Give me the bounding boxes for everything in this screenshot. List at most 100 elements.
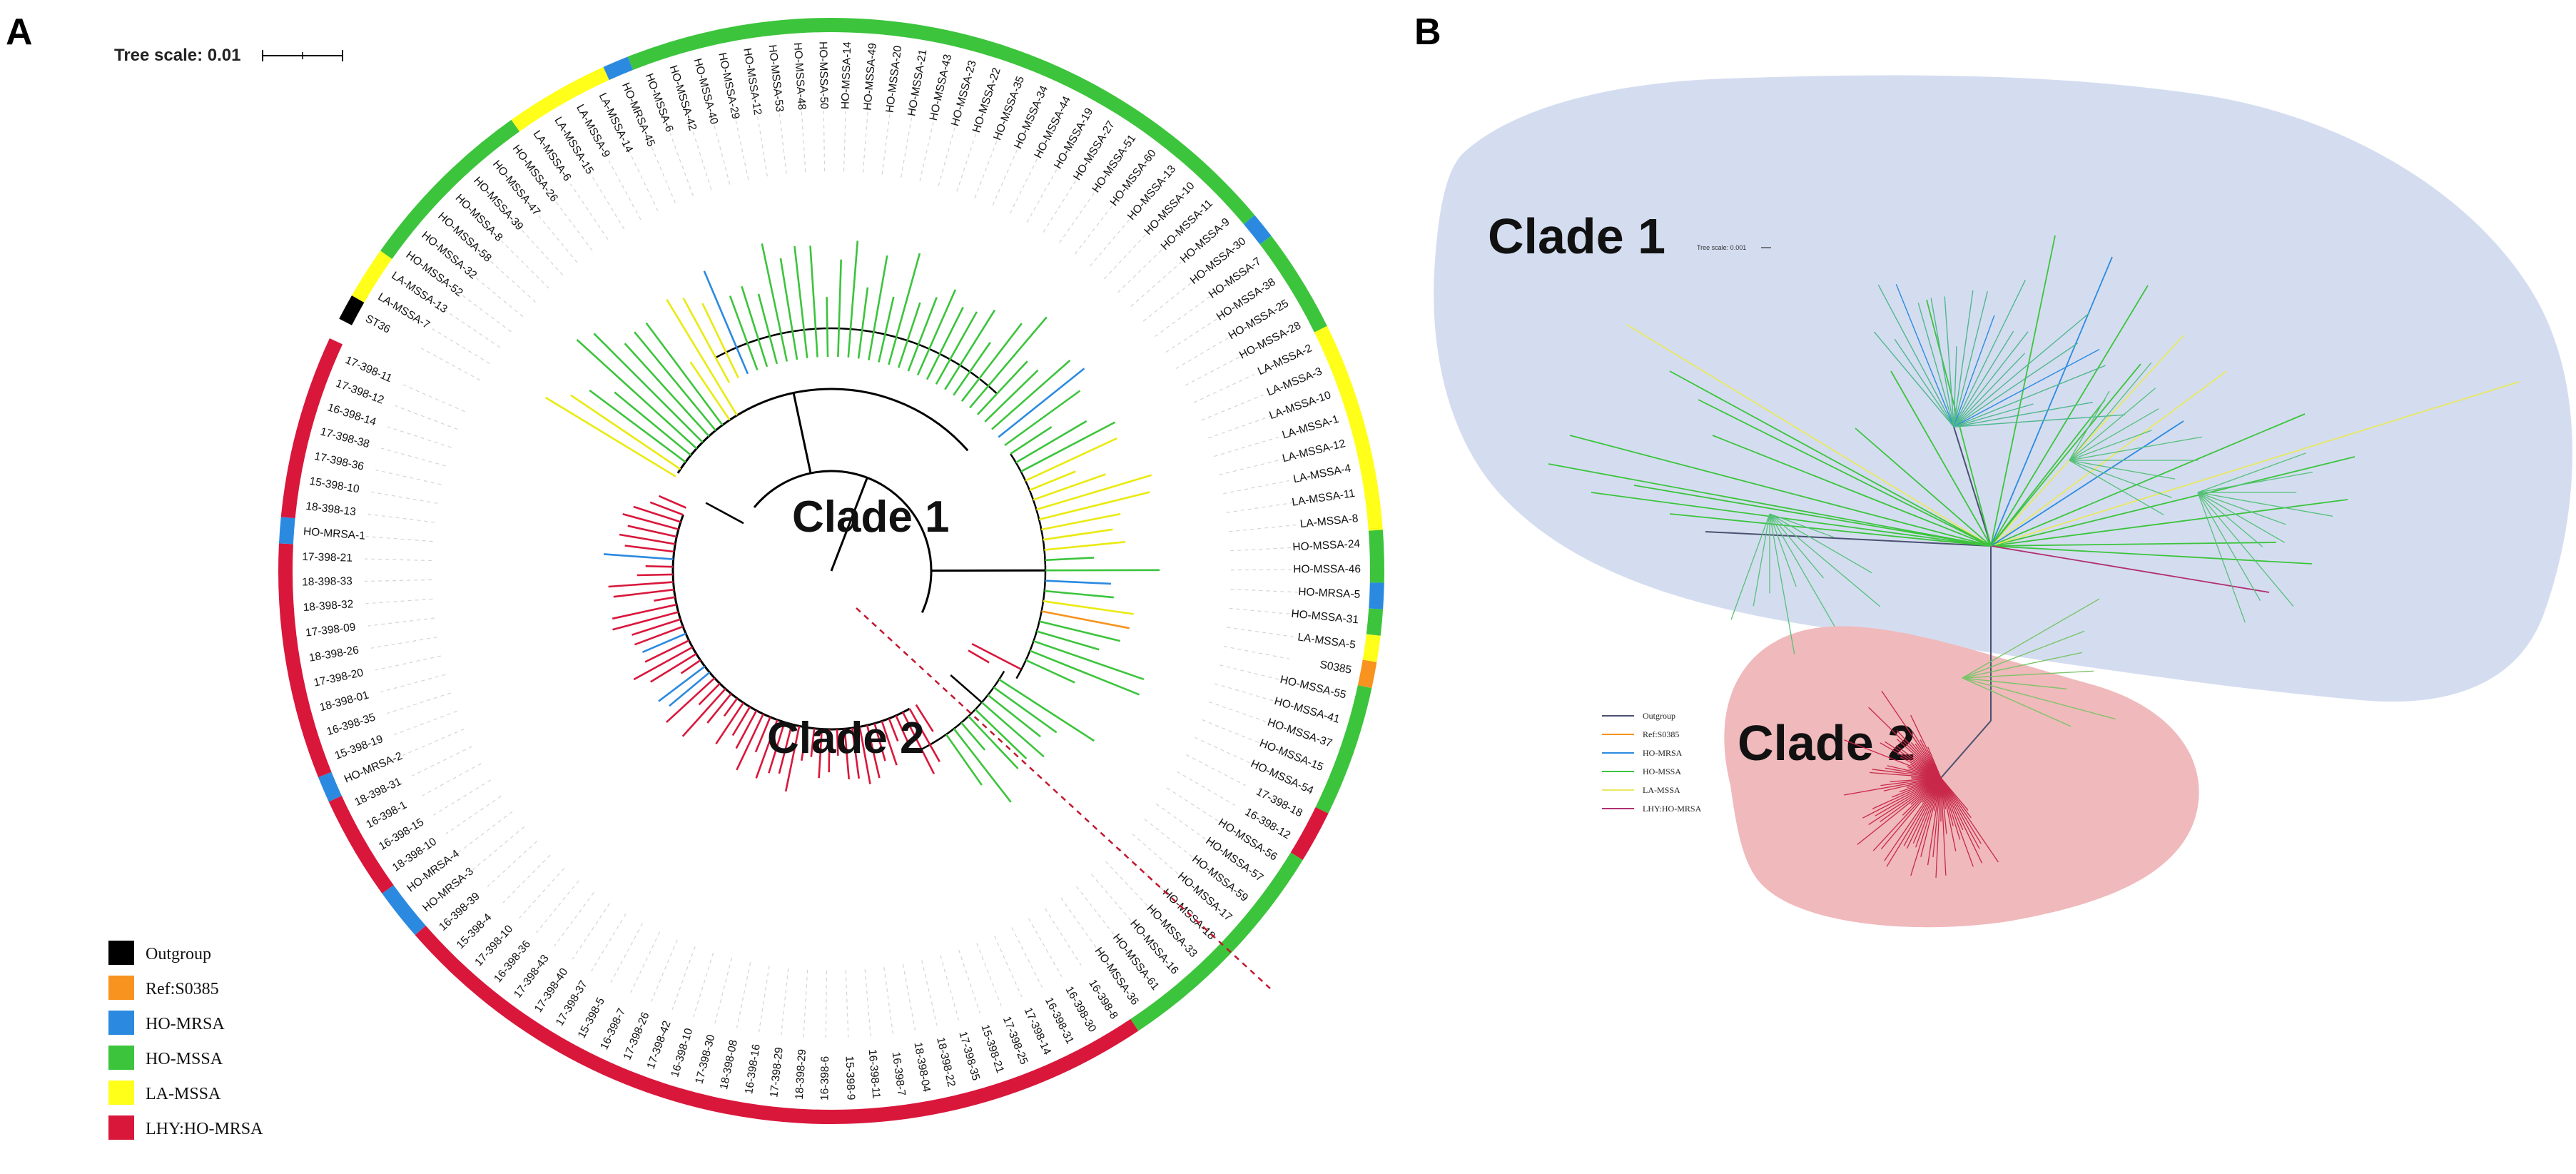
leaf-label: LA-MSSA-8 <box>1299 512 1359 530</box>
ring-segment <box>1366 608 1384 636</box>
clade-2-label-b: Clade 2 <box>1738 715 1915 771</box>
ring-segment <box>1290 806 1329 860</box>
ring-segment <box>1362 634 1381 662</box>
leaf-label: 18-398-26 <box>308 644 360 664</box>
leaf-label: 16-398-7 <box>890 1051 908 1097</box>
ring-segment <box>627 18 1255 225</box>
leaf-label: HO-MSSA-24 <box>1292 538 1361 554</box>
leaf-label: 17-398-20 <box>313 667 365 689</box>
leaf-label: 17-398-42 <box>645 1019 674 1071</box>
ring-segment <box>603 56 634 81</box>
leaf-label: HO-MSSA-31 <box>1291 608 1359 627</box>
legend-label: LHY:HO-MRSA <box>146 1120 263 1138</box>
leaf-label: 15-398-9 <box>843 1056 857 1100</box>
leaf-label: 17-398-29 <box>768 1046 785 1098</box>
leaf-label: LA-MSSA-5 <box>1297 631 1356 651</box>
legend-swatch <box>108 1011 134 1035</box>
legend-label: Ref:S0385 <box>146 980 219 998</box>
tree-scale-label: Tree scale: 0.01 <box>114 46 240 65</box>
ring-segment <box>328 795 394 894</box>
leaf-label: HO-MSSA-40 <box>691 57 721 126</box>
leaf-label: HO-MRSA-1 <box>303 525 365 542</box>
ring-segment <box>1315 685 1372 814</box>
legend-label: HO-MRSA <box>146 1015 225 1033</box>
leaf-label: 18-398-32 <box>303 598 354 614</box>
tree-scale-bar <box>262 50 343 61</box>
leaf-label: 15-398-21 <box>978 1023 1006 1074</box>
leaf-label: HO-MSSA-53 <box>766 44 786 113</box>
leaf-label: 17-398-38 <box>319 425 371 450</box>
leaf-label: HO-MRSA-5 <box>1298 586 1361 601</box>
leaf-label: 17-398-26 <box>622 1011 652 1062</box>
leaf-label: S0385 <box>1319 659 1352 677</box>
panel-b-unrooted-tree: B Clade 1 Clade 2 Tree scale: 0.001 Outg… <box>1414 11 2572 928</box>
clade-1-region <box>1434 75 2572 702</box>
ring-segment <box>339 295 365 325</box>
legend-b-label: LA-MSSA <box>1643 785 1680 795</box>
leaf-label: 18-398-29 <box>793 1049 808 1100</box>
leaf-label: 15-398-19 <box>333 733 385 762</box>
ring-segment <box>1259 236 1327 333</box>
ring-segment <box>380 119 520 259</box>
leaf-label: 17-398-35 <box>956 1030 982 1082</box>
leaf-label: HO-MSSA-20 <box>883 45 904 114</box>
leaf-label: 18-398-22 <box>934 1036 958 1088</box>
legend-swatch <box>108 1115 134 1140</box>
leaf-label: 17-398-21 <box>302 551 353 565</box>
leaf-label: HO-MSSA-46 <box>1293 563 1361 575</box>
leaf-label: HO-MSSA-55 <box>1279 674 1347 702</box>
ring-segment <box>1243 215 1272 245</box>
leaf-label: 16-398-35 <box>325 712 377 739</box>
leaf-label: 17-398-25 <box>1000 1015 1030 1066</box>
ring-segment <box>511 66 609 132</box>
clade-2-region <box>1724 626 2199 928</box>
leaf-label: 18-398-04 <box>911 1041 932 1093</box>
ring-segment <box>382 885 426 936</box>
leaf-label: 16-398-16 <box>743 1043 763 1095</box>
ring-segment <box>278 543 332 778</box>
leaf-label: 17-398-36 <box>313 450 365 473</box>
legend-b-label: HO-MRSA <box>1643 748 1683 758</box>
group-color-ring <box>278 18 1384 1124</box>
leaf-label: 18-398-08 <box>718 1039 740 1091</box>
leaf-label: HO-MSSA-14 <box>839 41 853 110</box>
clade-1-label-b: Clade 1 <box>1488 208 1665 264</box>
leaf-label: HO-MSSA-12 <box>741 47 764 116</box>
tree-branches <box>544 241 1160 803</box>
clade-1-label-a: Clade 1 <box>792 492 950 542</box>
leaf-label: 16-398-10 <box>669 1026 695 1078</box>
unrooted-tree-branches <box>1548 235 2520 878</box>
leaf-label: 17-398-12 <box>334 378 385 407</box>
leaf-label: HO-MSSA-50 <box>817 41 831 109</box>
leaf-label: ST36 <box>363 313 392 336</box>
leaf-label: 16-398-11 <box>866 1048 883 1099</box>
legend-b-label: Ref:S0385 <box>1643 729 1679 739</box>
legend-swatch <box>108 976 134 1000</box>
legend-b-label: LHY:HO-MRSA <box>1643 804 1702 814</box>
leaf-label: LA-MSSA-12 <box>1281 437 1347 465</box>
legend-swatch <box>108 1046 134 1070</box>
leaf-label: 15-398-5 <box>576 996 607 1041</box>
legend-b-label: HO-MSSA <box>1643 766 1681 776</box>
leaf-label: 18-398-13 <box>305 500 357 518</box>
panel-a-circular-tree: A Tree scale: 0.01 ST36LA-MSSA-7LA-MSSA-… <box>6 11 1384 1140</box>
legend-label: LA-MSSA <box>146 1085 221 1103</box>
leaf-label: HO-MSSA-29 <box>716 51 741 120</box>
leaf-label: 17-398-30 <box>693 1033 717 1086</box>
leaf-label: HO-MSSA-43 <box>928 53 955 121</box>
leaf-label: HO-MSSA-48 <box>791 42 808 111</box>
leaf-label: 18-398-01 <box>318 689 370 714</box>
ring-segment <box>318 771 342 802</box>
legend-b: OutgroupRef:S0385HO-MRSAHO-MSSALA-MSSALH… <box>1602 711 1702 814</box>
ring-segment <box>278 517 295 545</box>
legend-label: HO-MSSA <box>146 1050 223 1068</box>
ring-segment <box>1357 659 1377 689</box>
clade-divider-line <box>856 607 1271 989</box>
legend-label: Outgroup <box>146 945 211 963</box>
leaf-label: 16-398-6 <box>818 1056 831 1100</box>
legend-swatch <box>108 941 134 965</box>
leaf-label: 17-398-14 <box>1022 1006 1054 1057</box>
leaf-label: 15-398-10 <box>308 475 360 496</box>
